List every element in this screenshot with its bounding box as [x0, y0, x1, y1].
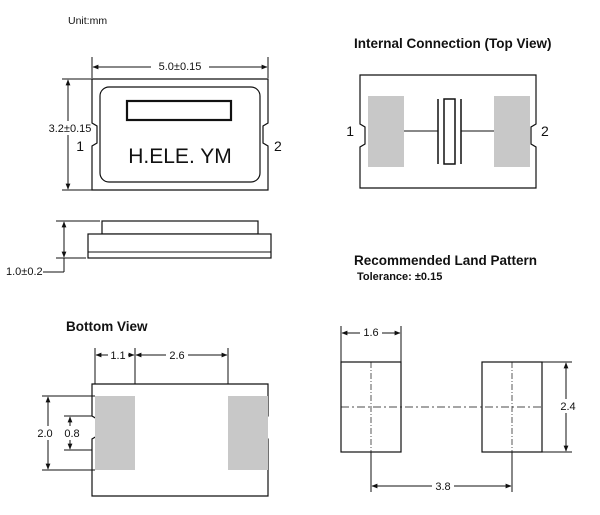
package-lid: [99, 86, 261, 183]
land-pattern-tolerance: Tolerance: ±0.15: [357, 271, 442, 283]
internal-connection-title: Internal Connection (Top View): [354, 36, 552, 51]
crystal-element-icon: [443, 98, 456, 165]
height-dimension: 3.2±0.15: [49, 123, 92, 135]
bottom-dim-1: 1.1: [110, 350, 125, 362]
package-body: [91, 78, 269, 191]
pad-width-dimension: 1.6: [363, 327, 378, 339]
bottom-view-title: Bottom View: [66, 319, 148, 334]
marking-box: [125, 99, 233, 122]
bottom-pad-right: [228, 396, 268, 470]
internal-pad-right: [494, 96, 530, 167]
pad-height-dimension: 2.4: [560, 401, 575, 413]
pitch-dimension: 3.8: [435, 481, 450, 493]
bottom-pad-dimension: 0.8: [64, 428, 79, 440]
internal-pad-left: [368, 96, 404, 167]
thickness-dimension: 1.0±0.2: [6, 266, 43, 278]
top-view: 5.0±0.15 3.2±0.15 H.ELE. YM 1 2: [44, 57, 282, 191]
internal-pin2-label: 2: [541, 123, 549, 139]
bottom-view: Bottom View 1.1 2.6 2.0 0.8: [36, 319, 269, 497]
width-dimension: 5.0±0.15: [159, 61, 202, 73]
land-pattern-title: Recommended Land Pattern: [354, 253, 537, 268]
package-marking: H.ELE. YM: [128, 145, 231, 168]
bottom-dim-2: 2.6: [169, 350, 184, 362]
pin1-label: 1: [76, 138, 84, 154]
land-pattern: Recommended Land Pattern Tolerance: ±0.1…: [340, 253, 577, 493]
side-lid: [101, 220, 259, 235]
bottom-height-dimension: 2.0: [37, 428, 52, 440]
internal-pin1-label: 1: [346, 123, 354, 139]
unit-label: Unit:mm: [68, 15, 107, 27]
side-base: [87, 233, 272, 259]
pin2-label: 2: [274, 138, 282, 154]
internal-connection: Internal Connection (Top View) 1 2: [346, 36, 552, 189]
side-view: 1.0±0.2: [6, 220, 272, 278]
bottom-pad-left: [95, 396, 135, 470]
